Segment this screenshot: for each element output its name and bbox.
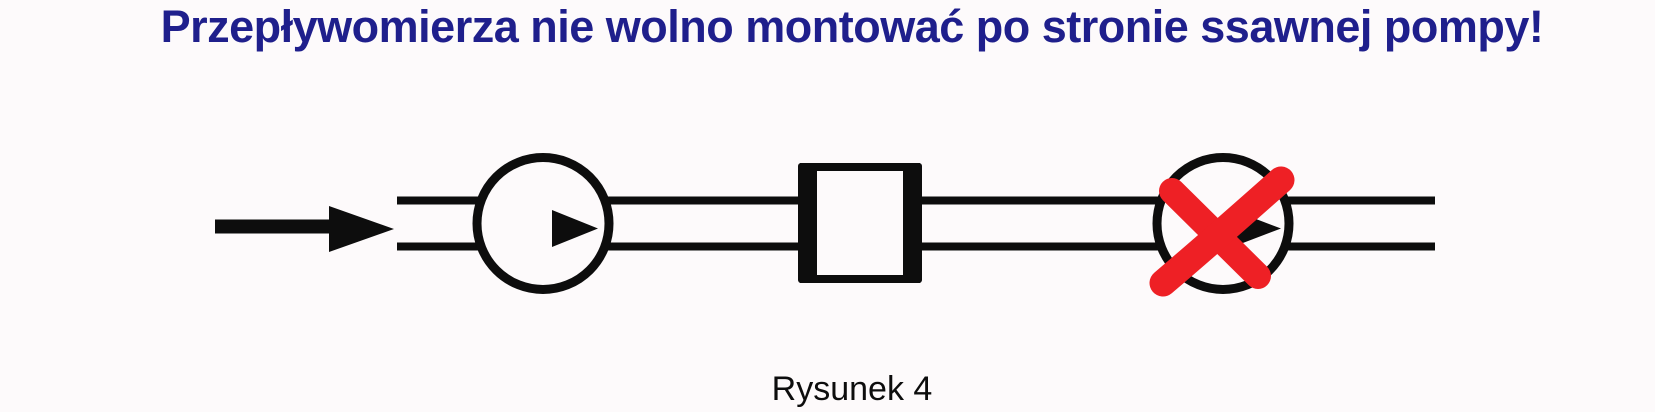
pump-icon (472, 153, 614, 294)
red-x-stroke-bl-tr (1149, 166, 1295, 297)
forbidden-pump-icon (1149, 153, 1295, 297)
red-x-icon (1149, 166, 1295, 297)
flowmeter-bottom-edge (800, 275, 920, 283)
flow-arrow-icon (215, 206, 394, 252)
figure-title: Przepływomierza nie wolno montować po st… (160, 1, 1544, 52)
pump-circle (472, 153, 614, 294)
flowmeter-left-bar (798, 163, 817, 283)
flowmeter-right-bar (903, 163, 922, 283)
flowmeter-icon (798, 163, 922, 283)
flowmeter-body (798, 163, 922, 283)
figure-caption: Rysunek 4 (771, 370, 933, 408)
pump-flow-triangle-icon (552, 210, 598, 247)
flowmeter-top-edge (800, 163, 920, 171)
